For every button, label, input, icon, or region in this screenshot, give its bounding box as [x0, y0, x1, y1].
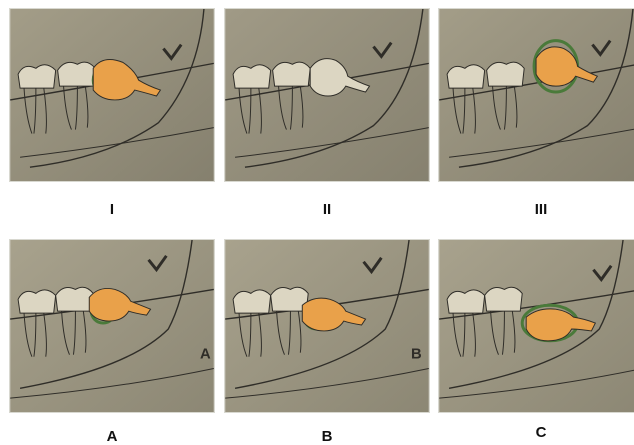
position-B-illustration: B: [225, 240, 429, 412]
panel-class-I: [9, 8, 215, 182]
caption-position-C: C: [438, 424, 634, 441]
caption-position-A: A: [9, 428, 215, 445]
caption-class-II: II: [224, 201, 430, 218]
position-C-illustration: [439, 240, 634, 412]
corner-letter-A: A: [200, 347, 211, 363]
panel-position-B: B: [224, 239, 430, 413]
panel-position-A: A: [9, 239, 215, 413]
class-I-illustration: [10, 9, 214, 181]
panel-class-III: [438, 8, 634, 182]
class-II-illustration: [225, 9, 429, 181]
caption-class-I: I: [9, 201, 215, 218]
class-III-illustration: [439, 9, 634, 181]
panel-class-II: [224, 8, 430, 182]
corner-letter-B: B: [411, 347, 422, 363]
position-A-illustration: A: [10, 240, 214, 412]
panel-position-C: [438, 239, 634, 413]
caption-class-III: III: [438, 201, 634, 218]
caption-position-B: B: [224, 428, 430, 445]
